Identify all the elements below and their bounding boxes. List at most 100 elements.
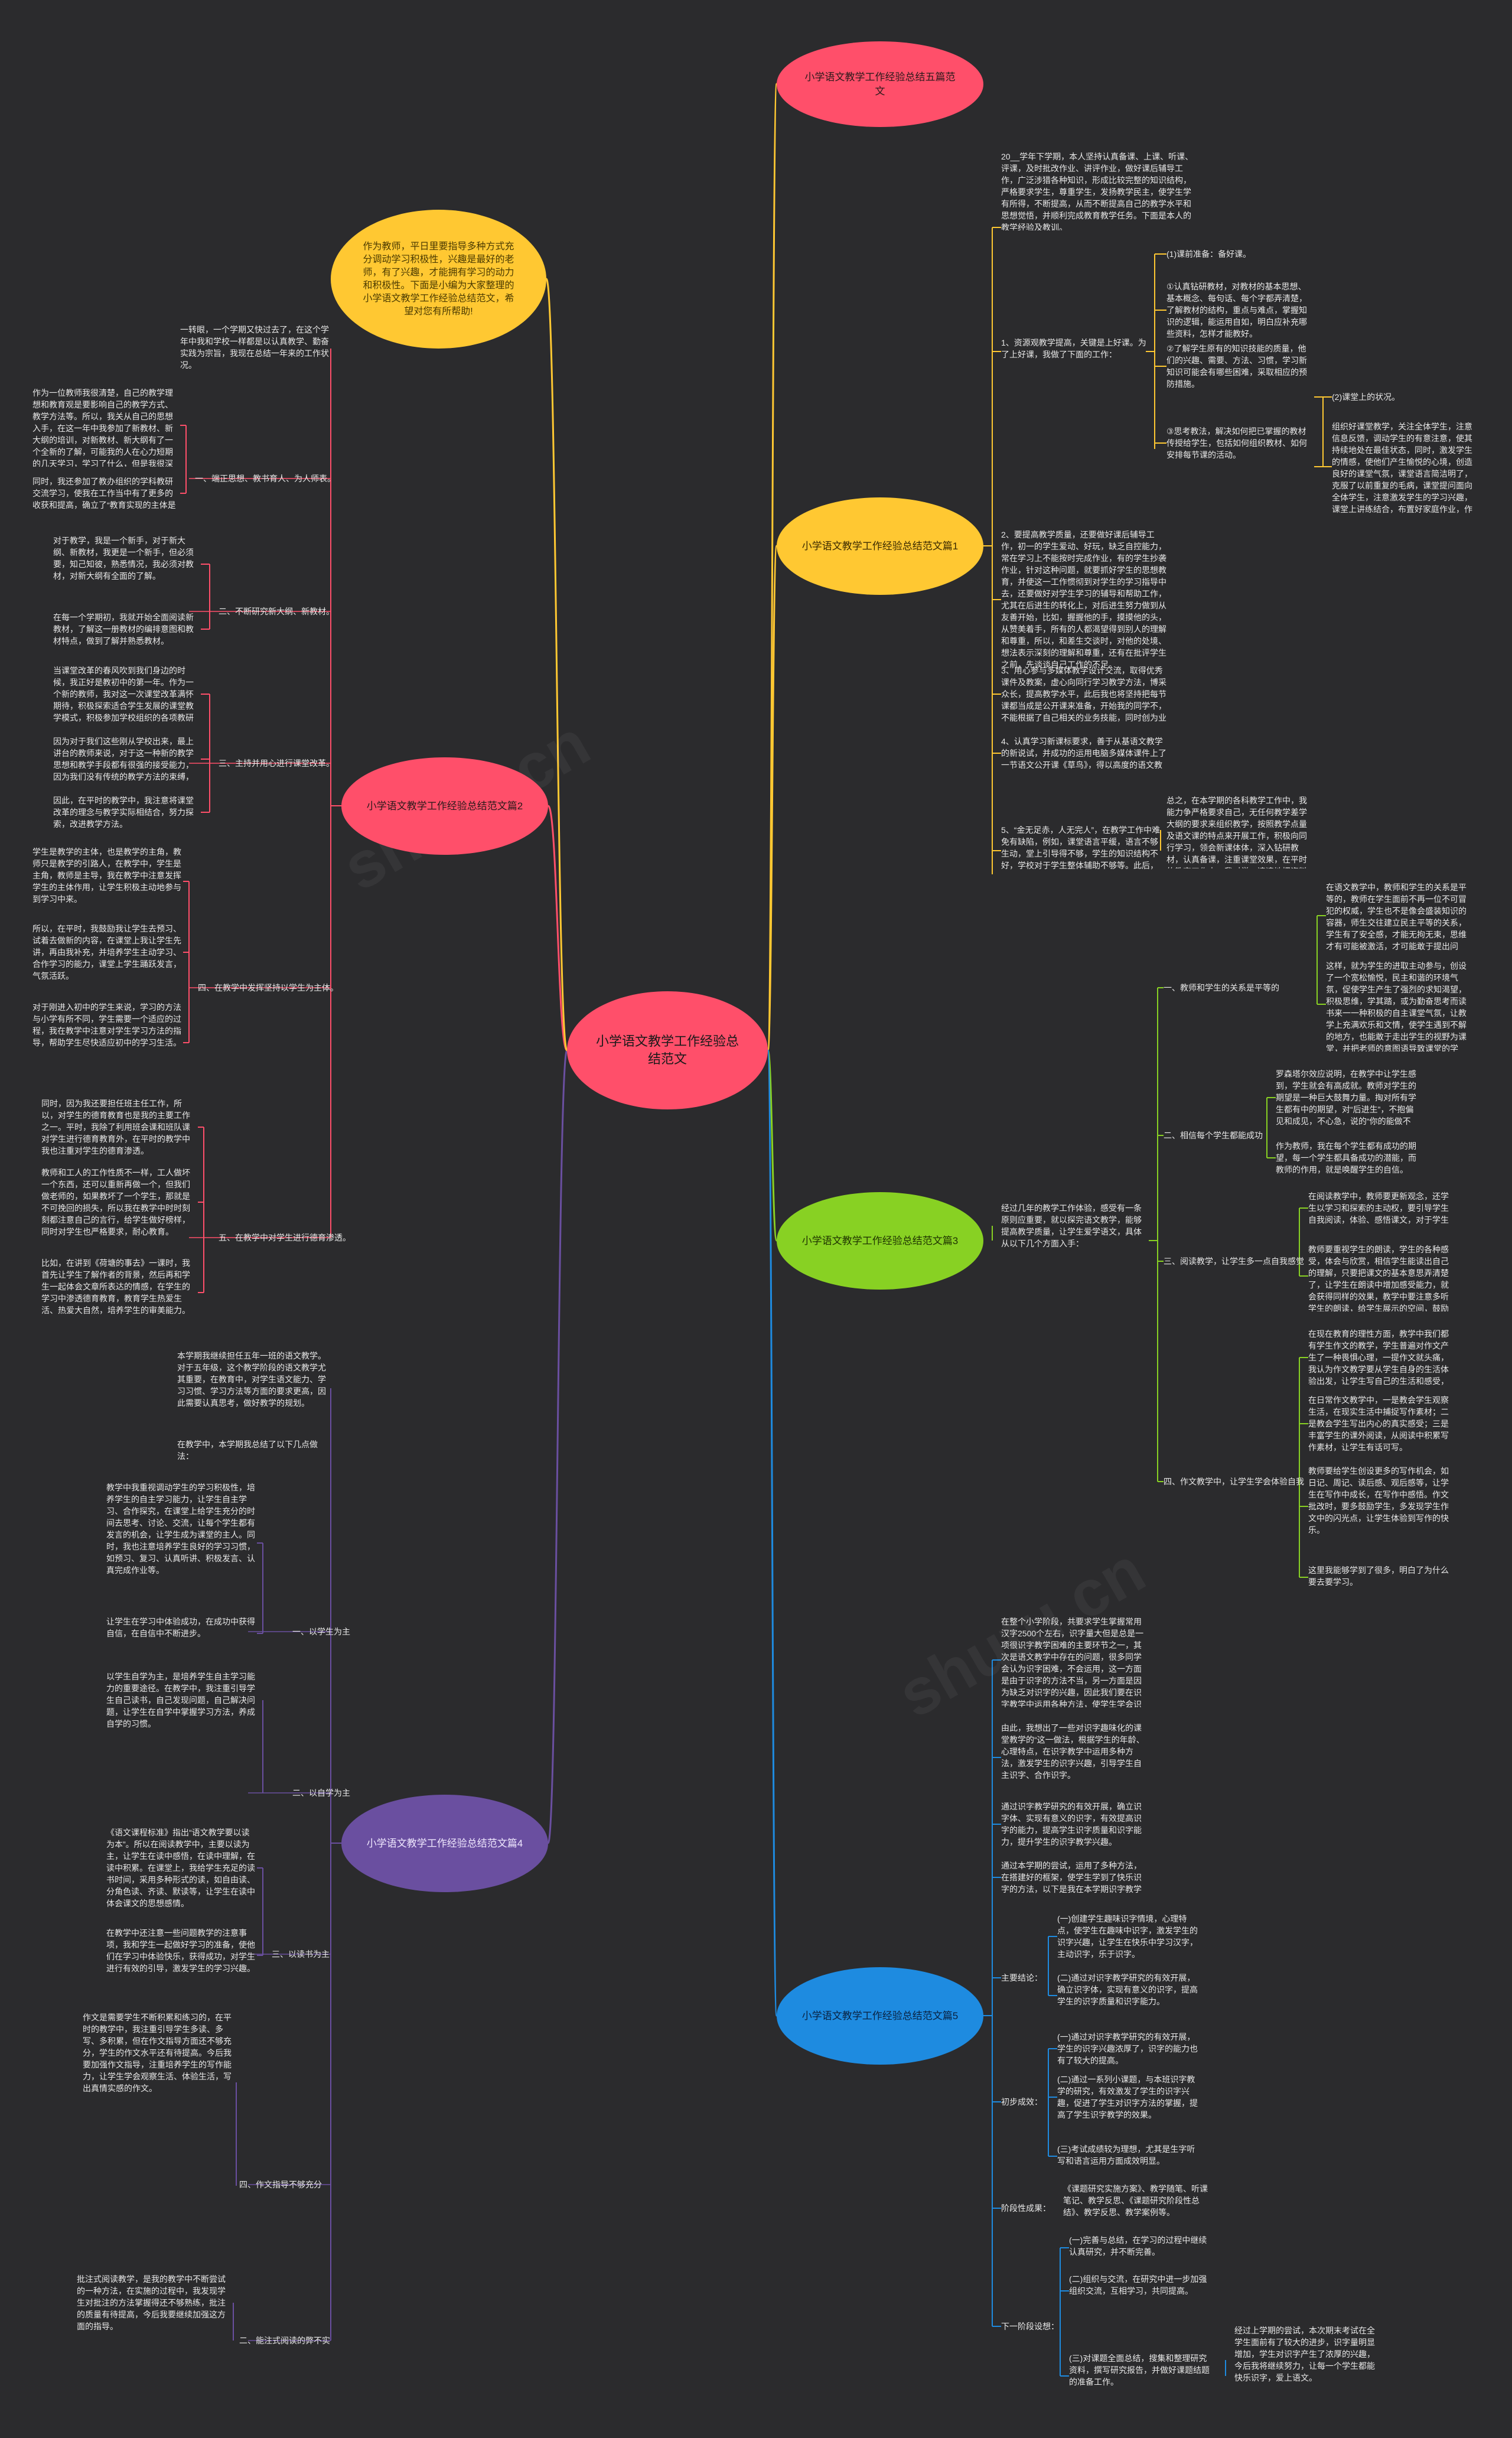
branch-4-title: 小学语文教学工作经验总结范文篇4 bbox=[366, 1837, 523, 1849]
b2-section4-label: 四、在教学中发挥坚持以学生为主体。 bbox=[198, 983, 338, 992]
b2-s1-t2: 同时，我还参加了教办组织的学科教研交流学习，使我在工作当中有了更多的收获和提高，… bbox=[32, 477, 176, 510]
b4-s1-t2: 让学生在学习中体验成功，在成功中获得自信，在自信中不断进步。 bbox=[106, 1617, 255, 1638]
b4-section5-label: 二、能注式阅读的弊不实 bbox=[239, 2336, 330, 2345]
b4-s2-t1: 以学生自学为主，是培养学生自主学习能力的重要途径。在教学中，我注重引导学生自己读… bbox=[106, 1672, 255, 1729]
b2-section1-label: 一、端正思想、教书育人、为人师表。 bbox=[195, 474, 335, 483]
b5-s2-t2: (二)通过一系列小课题，与本班识字教学的研究，有效激发了学生的识字兴趣，促进了学… bbox=[1057, 2075, 1198, 2120]
b3-s4-t1: 在现在教育的理性方面，教学中我们都有学生作文的教学，学生普遍对作文产生了一种畏惧… bbox=[1308, 1329, 1449, 1386]
branch-5-title: 小学语文教学工作经验总结范文篇5 bbox=[801, 2010, 959, 2022]
b1-sub-e: (2)课堂上的状况。 bbox=[1332, 392, 1400, 402]
b5-s4-t3: (三)对课题全面总结，搜集和整理研究资料，撰写研究报告，并做好课题结题的准备工作… bbox=[1069, 2354, 1210, 2387]
b2-s2-t1: 对于教学，我是一个新手，对于新大纲、新教材，我更是一个新手，但必须要，知己知彼，… bbox=[53, 536, 194, 581]
b2-intro: 一转眼，一个学期又快过去了，在这个学年中我和学校一样都是以认真教学、勤奋实践为宗… bbox=[180, 325, 329, 370]
b1-sub-f: 组织好课堂教学，关注全体学生，注意信息反馈，调动学生的有意注意，使其持续地处在最… bbox=[1332, 422, 1472, 514]
b1-item1: 1、资源观教学提高，关键是上好课。为了上好课，我做了下面的工作： bbox=[1001, 338, 1146, 359]
branch-summary-title: 小学语文教学工作经验总结五篇范文 bbox=[804, 71, 956, 97]
center-title: 小学语文教学工作经验总结范文 bbox=[595, 1034, 739, 1066]
b5-s2-t3: (三)考试成绩较为理想，尤其是生字听写和语言运用方面成效明显。 bbox=[1057, 2144, 1195, 2166]
b5-s4-t2: (二)组织与交流，在研究中进一步加强组织交流，互相学习，共同提高。 bbox=[1069, 2274, 1207, 2296]
connector-curve bbox=[547, 805, 568, 1052]
b4-section3-label: 三、以读书为主 bbox=[272, 1949, 330, 1959]
b5-p4: 通过本学期的尝试，运用了多种方法，在搭建好的框架，使学生学到了快乐识字的方法，以… bbox=[1001, 1861, 1142, 1894]
b1-sub-a: (1)课前准备：备好课。 bbox=[1166, 249, 1252, 259]
b2-s5-t1: 同时，因为我还要担任班主任工作，所以，对学生的德育教育也是我的主要工作之一。平时… bbox=[41, 1099, 190, 1155]
intro-text: 作为教师，平日里要指导多种方式充分调动学习积极性，兴趣是最好的老师，有了兴趣，才… bbox=[363, 241, 514, 317]
b2-s3-t1: 当课堂改革的春风吹到我们身边的时候，我正好是教初中的第一年。作为一个新的教师，我… bbox=[53, 666, 194, 722]
b2-s5-t2: 教师和工人的工作性质不一样，工人做坏一个东西，还可以重新再做一个，但我们做老师的… bbox=[41, 1168, 190, 1236]
branch-2-title: 小学语文教学工作经验总结范文篇2 bbox=[366, 800, 523, 812]
b2-s1-t1: 作为一位教师我很清楚，自己的教学理想和教育观是要影响自己的教学方式、教学方法等。… bbox=[32, 388, 173, 467]
connector-curve bbox=[767, 1049, 778, 2017]
b3-section3-label: 三、阅读教学，让学生多一点自我感觉 bbox=[1164, 1257, 1304, 1266]
b3-intro: 经过几年的教学工作体验，感受有一条原则应重要，就以探完语文教学，能够提高教学质量… bbox=[1001, 1203, 1142, 1248]
b3-s4-t2: 在日常作文教学中，一是教会学生观察生活，在现实生活中捕捉写作素材；二是教会学生写… bbox=[1308, 1395, 1449, 1452]
b1-summary: 总之，在本学期的各科教学工作中，我能力争严格要求自己，无任何教学差学大纲的要求来… bbox=[1166, 796, 1307, 868]
b4-s3-t2: 在教学中还注意一些问题教学的注意事项，我和学生一起做好学习的准备，使他们在学习中… bbox=[106, 1928, 255, 1973]
branch-3-title: 小学语文教学工作经验总结范文篇3 bbox=[801, 1235, 959, 1246]
b3-s2-t2: 作为教师，我在每个学生都有成功的期望，每一个学生都具备成功的潜能，而教师的作用，… bbox=[1276, 1141, 1416, 1174]
b2-s3-t3: 因此，在平时的教学中，我注意将课堂改革的理念与教学实际相结合，努力探索，改进教学… bbox=[53, 796, 194, 829]
b3-s1-t1: 在语文教学中，教师和学生的关系是平等的，教师在学生面前不再一位不可冒犯的权威，学… bbox=[1326, 883, 1467, 951]
branch-1-title: 小学语文教学工作经验总结范文篇1 bbox=[801, 540, 959, 552]
b4-section4-label: 四、作文指导不够充分 bbox=[239, 2180, 322, 2189]
b2-s4-t2: 所以，在平时，我鼓励我让学生去预习、试着去做新的内容，在课堂上我让学生先讲，再由… bbox=[32, 924, 181, 981]
b3-s4-t4: 这里我能够学到了很多，明白了为什么要去要学习。 bbox=[1308, 1565, 1449, 1587]
b1-item3: 3、用心参与多媒体教学设计交流，取得优秀课件及教案，虚心向同行学习教学方法，博采… bbox=[1001, 666, 1166, 722]
b2-s4-t1: 学生是教学的主体，也是教学的主角，教师只是教学的引路人，在教学中，学生是主角，教… bbox=[32, 847, 181, 904]
b5-s4-t4: 经过上学期的尝试，本次期末考试在全学生面前有了较大的进步，识字量明显增加，学生对… bbox=[1234, 2326, 1375, 2382]
b5-s4-t1: (一)完善与总结，在学习的过程中继续认真研究，并不断完善。 bbox=[1069, 2235, 1207, 2257]
b5-s2-t1: (一)通过对识字教学研究的有效开展，学生的识字兴趣浓厚了，识字的能力也有了较大的… bbox=[1057, 2032, 1198, 2065]
branch-1[interactable]: 小学语文教学工作经验总结范文篇1 bbox=[777, 497, 983, 595]
b2-s5-t3: 比如，在讲到《荷塘的事去》一课时，我首先让学生了解作者的背景，然后再和学生一起体… bbox=[41, 1258, 190, 1315]
b5-s1-t2: (二)通过对识字教学研究的有效开展，确立识字体，实现有意义的识字，提高学生的识字… bbox=[1057, 1973, 1198, 2006]
b5-intro: 在整个小学阶段，共要求学生掌握常用汉字2500个左右，识字量大但是总是一项很识字… bbox=[1001, 1617, 1144, 1707]
center-node[interactable]: 小学语文教学工作经验总结范文 bbox=[567, 991, 768, 1109]
b4-intro2: 在教学中，本学期我总结了以下几点做法： bbox=[177, 1440, 318, 1461]
connector-curve bbox=[547, 1049, 568, 1844]
branch-2[interactable]: 小学语文教学工作经验总结范文篇2 bbox=[341, 757, 548, 855]
b2-s3-t2: 因为对于我们这些刚从学校出来，最上讲台的教师来说，对于这一种新的教学思想和教学手… bbox=[53, 737, 194, 782]
intro-bubble[interactable]: 作为教师，平日里要指导多种方式充分调动学习积极性，兴趣是最好的老师，有了兴趣，才… bbox=[331, 210, 546, 349]
connector-curve bbox=[767, 545, 778, 1052]
b3-s1-t2: 这样，就为学生的进取主动参与，创设了一个宽松愉悦，民主和谐的环境气氛，促使学生产… bbox=[1326, 961, 1467, 1052]
b2-section5-label: 五、在教学中对学生进行德育渗透。 bbox=[219, 1233, 351, 1242]
b3-s4-t3: 教师要给学生创设更多的写作机会，如日记、周记、读后感、观后感等，让学生在写作中成… bbox=[1308, 1466, 1449, 1535]
branch-summary[interactable]: 小学语文教学工作经验总结五篇范文 bbox=[777, 41, 983, 127]
b4-s5-t1: 批注式阅读教学，是我的教学中不断尝试的一种方法，在实施的过程中，我发现学生对批注… bbox=[77, 2274, 226, 2331]
b3-s3-t1: 在阅读教学中，教师要更新观念，还学生以学习和探索的主动权，要引导学生自我阅读，体… bbox=[1308, 1192, 1449, 1225]
b1-item2: 2、要提高教学质量，还要做好课后辅导工作，初一的学生爱动、好玩，缺乏自控能力，常… bbox=[1001, 530, 1166, 669]
b1-item4: 4、认真学习新课标要求，善于从基语文教学的新说试，并成功的运用电脑多媒体课件上了… bbox=[1001, 737, 1166, 770]
b4-section1-label: 一、以学生为主 bbox=[292, 1627, 350, 1636]
b3-s3-t2: 教师要重视学生的朗读，学生的各种感受，体会与欣赏，相信学生能读出自己的理解，只要… bbox=[1308, 1245, 1449, 1311]
b2-s2-t2: 在每一个学期初，我就开始全面阅读新教材，了解这一册教材的编排意图和教材特点，做到… bbox=[53, 613, 194, 646]
b1-intro: 20__学年下学期，本人坚持认真备课、上课、听课、评课，及时批改作业、讲评作业，… bbox=[1001, 152, 1194, 230]
b2-section2-label: 二、不断研究新大纲、新教材。 bbox=[219, 607, 334, 616]
b5-section4-label: 下一阶段设想： bbox=[1001, 2322, 1059, 2331]
b2-s4-t3: 对于刚进入初中的学生来说，学习的方法与小学有所不同，学生需要一个适应的过程，我在… bbox=[32, 1002, 181, 1047]
branch-5[interactable]: 小学语文教学工作经验总结范文篇5 bbox=[777, 1967, 983, 2065]
b4-s3-t1: 《语文课程标准》指出“语文教学要以读为本”。所以在阅读教学中，主要以读为主，让学… bbox=[106, 1828, 255, 1908]
branch-4[interactable]: 小学语文教学工作经验总结范文篇4 bbox=[341, 1795, 548, 1892]
b3-s2-t1: 罗森塔尔效应说明，在教学中让学生感到，学生就会有高成就。教师对学生的期望是一种巨… bbox=[1276, 1069, 1416, 1126]
b4-s4-t1: 作文是需要学生不断积累和练习的，在平时的教学中，我注重引导学生多读、多写、多积累… bbox=[83, 2013, 232, 2093]
b3-section4-label: 四、作文教学中，让学生学会体验自我 bbox=[1164, 1477, 1304, 1486]
b5-p3: 通过识字教学研究的有效开展，确立识字体、实现有意义的识字，有效提高识字的能力，提… bbox=[1001, 1802, 1142, 1847]
b5-p2: 由此，我想出了一些对识字趣味化的课堂教学的“这一做法，根据学生的年龄、心理特点，… bbox=[1001, 1723, 1145, 1780]
b4-s1-t1: 教学中我重视调动学生的学习积极性，培养学生的自主学习能力，让学生自主学习、合作探… bbox=[106, 1483, 255, 1575]
b5-s1-t1: (一)创建学生趣味识字情境，心理特点，使学生在趣味中识字，激发学生的识字兴趣，让… bbox=[1057, 1914, 1198, 1959]
b1-sub-c: ②了解学生原有的知识技能的质量，他们的兴趣、需要、方法、习惯，学习新知识可能会有… bbox=[1166, 344, 1307, 389]
b3-section2-label: 二、相信每个学生都能成功 bbox=[1164, 1131, 1263, 1140]
b4-intro: 本学期我继续担任五年一班的语文教学。对于五年级，这个教学阶段的语文教学尤其重要，… bbox=[177, 1351, 326, 1408]
b5-section3-label: 阶段性成果： bbox=[1001, 2203, 1051, 2213]
b5-section2-label: 初步成效： bbox=[1001, 2097, 1042, 2107]
b3-section1-label: 一、教师和学生的关系是平等的 bbox=[1164, 983, 1279, 992]
b2-section3-label: 三、主持并用心进行课堂改革。 bbox=[219, 759, 334, 768]
connector-curve bbox=[545, 278, 568, 1052]
branch-3[interactable]: 小学语文教学工作经验总结范文篇3 bbox=[777, 1192, 983, 1290]
b1-sub-b: ①认真钻研教材，对教材的基本思想、基本概念、每句话、每个字都弄清楚，了解教材的结… bbox=[1166, 282, 1307, 338]
b5-s3-t1: 《课题研究实施方案》、教学随笔、听课笔记、教学反思、《课题研究阶段性总结》、教学… bbox=[1063, 2184, 1208, 2217]
b5-section1-label: 主要结论： bbox=[1001, 1973, 1042, 1983]
b1-item5: 5、“金无足赤，人无完人”，在教学工作中难免有缺陷，例如，课堂语言平缓，语言不够… bbox=[1001, 825, 1161, 870]
b4-section2-label: 二、以自学为主 bbox=[292, 1788, 350, 1798]
